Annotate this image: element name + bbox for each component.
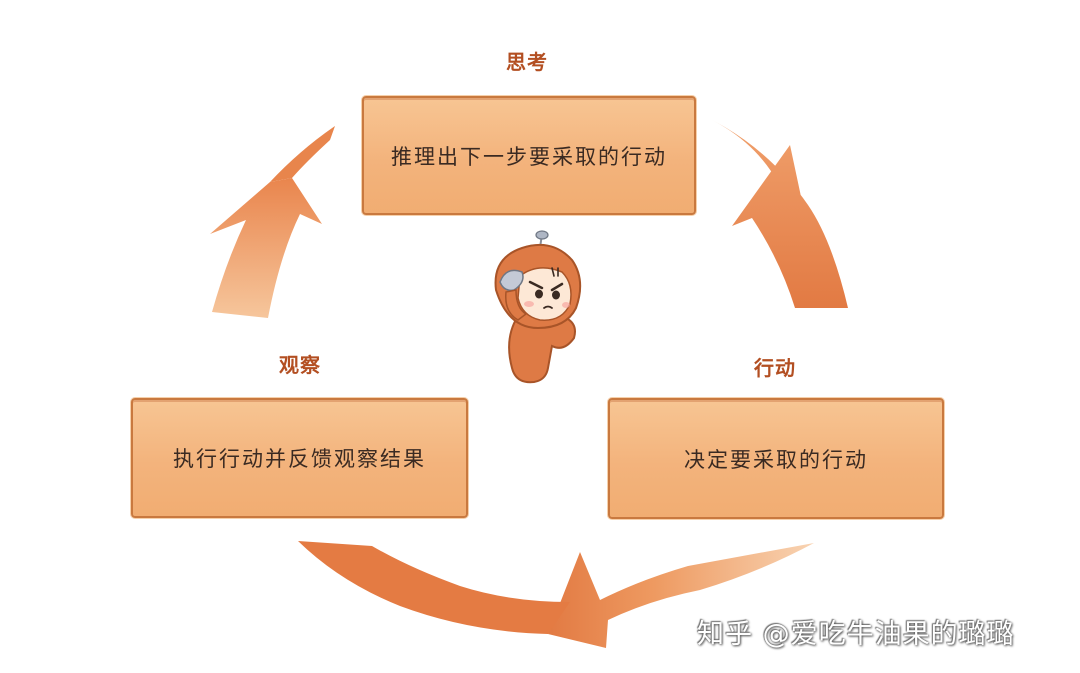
- watermark-text: 知乎 @爱吃牛油果的璐璐: [697, 619, 1015, 650]
- arrow-think-to-act: [712, 120, 848, 308]
- stage-box-observe: 执行行动并反馈观察结果: [131, 398, 468, 518]
- arrow-observe-to-think: [210, 126, 335, 318]
- arrow-act-to-observe: [298, 541, 814, 648]
- stage-box-act: 决定要采取的行动: [608, 398, 944, 519]
- stage-box-think: 推理出下一步要采取的行动: [362, 96, 696, 215]
- stage-description-think: 推理出下一步要采取的行动: [391, 144, 667, 169]
- orange-hooded-character-icon: [494, 230, 582, 384]
- stage-description-observe: 执行行动并反馈观察结果: [173, 447, 426, 471]
- stage-title-think: 思考: [506, 50, 548, 74]
- stage-description-act: 决定要采取的行动: [684, 447, 868, 472]
- stage-title-act: 行动: [754, 356, 796, 380]
- stage-title-observe: 观察: [279, 353, 321, 377]
